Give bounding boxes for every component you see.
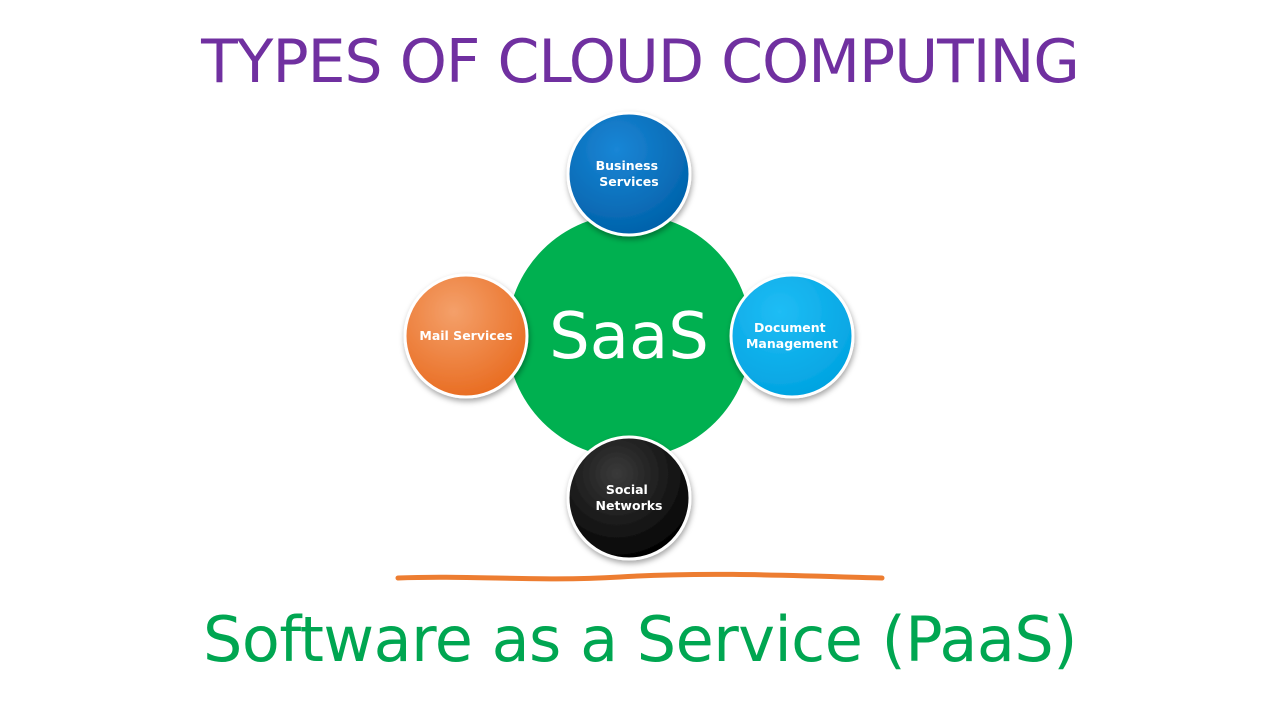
node-document-management-shape [729, 273, 855, 399]
node-social-networks-shape [566, 435, 692, 561]
page-title: TYPES OF CLOUD COMPUTING [201, 27, 1080, 97]
node-business-services-line-2: Services [599, 174, 658, 189]
node-mail-services [403, 273, 529, 399]
node-document-management-line-1: Document [754, 320, 826, 335]
node-document-management [729, 273, 855, 399]
divider-underline [395, 571, 885, 582]
node-business-services-line-1: Business [596, 158, 658, 173]
node-social-networks-label: Social Networks [596, 482, 663, 513]
node-mail-services-shape [403, 273, 529, 399]
node-mail-services-label: Mail Services [419, 328, 512, 343]
node-document-management-label: Document Management [746, 320, 838, 351]
page-subtitle: Software as a Service (PaaS) [203, 603, 1077, 676]
saas-center-shape [507, 214, 751, 458]
node-social-networks-line-1: Social [606, 482, 648, 497]
node-social-networks [566, 435, 692, 561]
node-business-services [566, 111, 692, 237]
node-social-networks-line-2: Networks [596, 498, 663, 513]
node-business-services-label: Business Services [596, 158, 663, 189]
node-mail-services-line-1: Mail Services [419, 328, 512, 343]
saas-center-label: SaaS [549, 300, 709, 374]
saas-center-circle: SaaS [507, 214, 751, 458]
node-document-management-line-2: Management [746, 336, 838, 351]
node-business-services-shape [566, 111, 692, 237]
